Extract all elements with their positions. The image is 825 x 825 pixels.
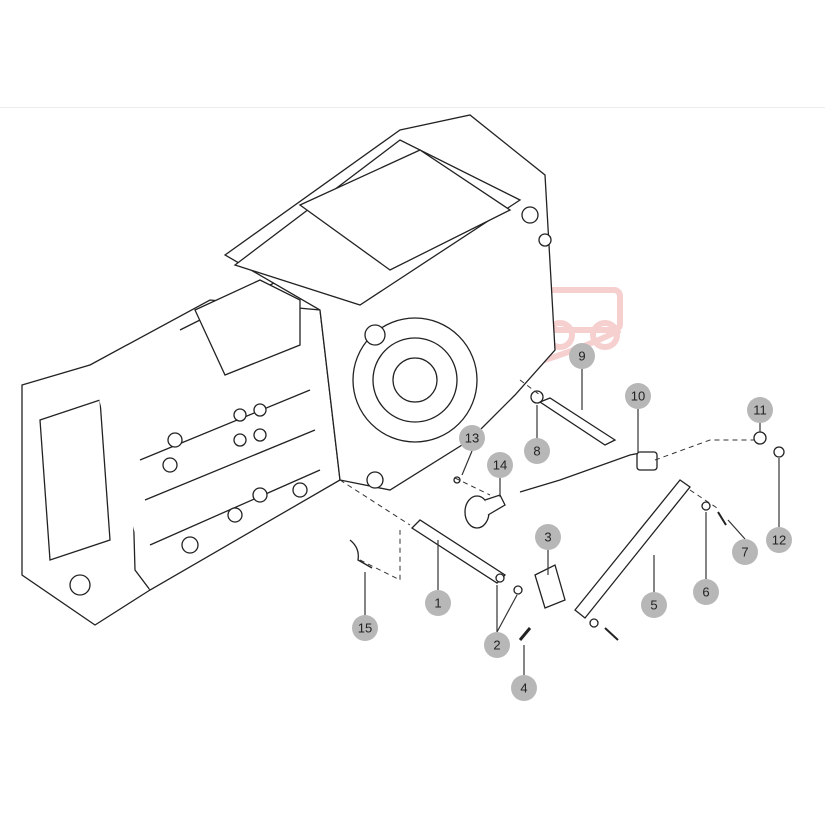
snap-ring xyxy=(495,573,505,583)
svg-text:4: 4 xyxy=(520,681,527,696)
lever-arm xyxy=(534,564,566,609)
bushing xyxy=(636,451,658,471)
parts xyxy=(349,390,785,641)
svg-text:6: 6 xyxy=(702,585,709,600)
svg-text:2: 2 xyxy=(493,638,500,653)
callout-9: 9 xyxy=(569,343,595,369)
svg-text:13: 13 xyxy=(465,431,479,446)
washer xyxy=(513,585,523,595)
callout-3: 3 xyxy=(535,524,561,550)
assembly-lines xyxy=(339,379,755,581)
svg-text:7: 7 xyxy=(741,545,748,560)
svg-text:12: 12 xyxy=(772,533,786,548)
link-rod xyxy=(574,479,691,619)
callout-8: 8 xyxy=(524,438,550,464)
svg-text:1: 1 xyxy=(434,596,441,611)
shift-fork xyxy=(349,539,373,569)
cotter-pin-7 xyxy=(717,511,727,526)
callout-5: 5 xyxy=(641,592,667,618)
svg-text:10: 10 xyxy=(631,389,645,404)
callout-7: 7 xyxy=(732,539,758,565)
shifter-shaft xyxy=(410,519,507,584)
svg-text:11: 11 xyxy=(753,403,767,418)
svg-text:3: 3 xyxy=(544,530,551,545)
callout-15: 15 xyxy=(352,615,378,641)
callout-14: 14 xyxy=(487,452,513,478)
callout-2: 2 xyxy=(484,632,510,658)
svg-text:8: 8 xyxy=(533,444,540,459)
callout-4: 4 xyxy=(511,675,537,701)
callout-11: 11 xyxy=(747,397,773,423)
svg-text:14: 14 xyxy=(493,458,507,473)
washer-6 xyxy=(701,501,711,511)
svg-text:9: 9 xyxy=(578,349,585,364)
callout-10: 10 xyxy=(625,383,651,409)
callout-13: 13 xyxy=(459,425,485,451)
washer-11 xyxy=(753,431,767,445)
svg-text:15: 15 xyxy=(358,621,372,636)
clip-12 xyxy=(773,446,785,458)
callout-6: 6 xyxy=(693,579,719,605)
callout-1: 1 xyxy=(425,590,451,616)
top-divider xyxy=(0,107,825,108)
leader-lines xyxy=(364,369,780,675)
pivot-pin xyxy=(538,397,617,446)
callout-12: 12 xyxy=(766,527,792,553)
transmission-housing xyxy=(21,114,556,626)
roll-pin xyxy=(518,627,532,641)
seal xyxy=(530,390,544,404)
svg-text:5: 5 xyxy=(650,598,657,613)
